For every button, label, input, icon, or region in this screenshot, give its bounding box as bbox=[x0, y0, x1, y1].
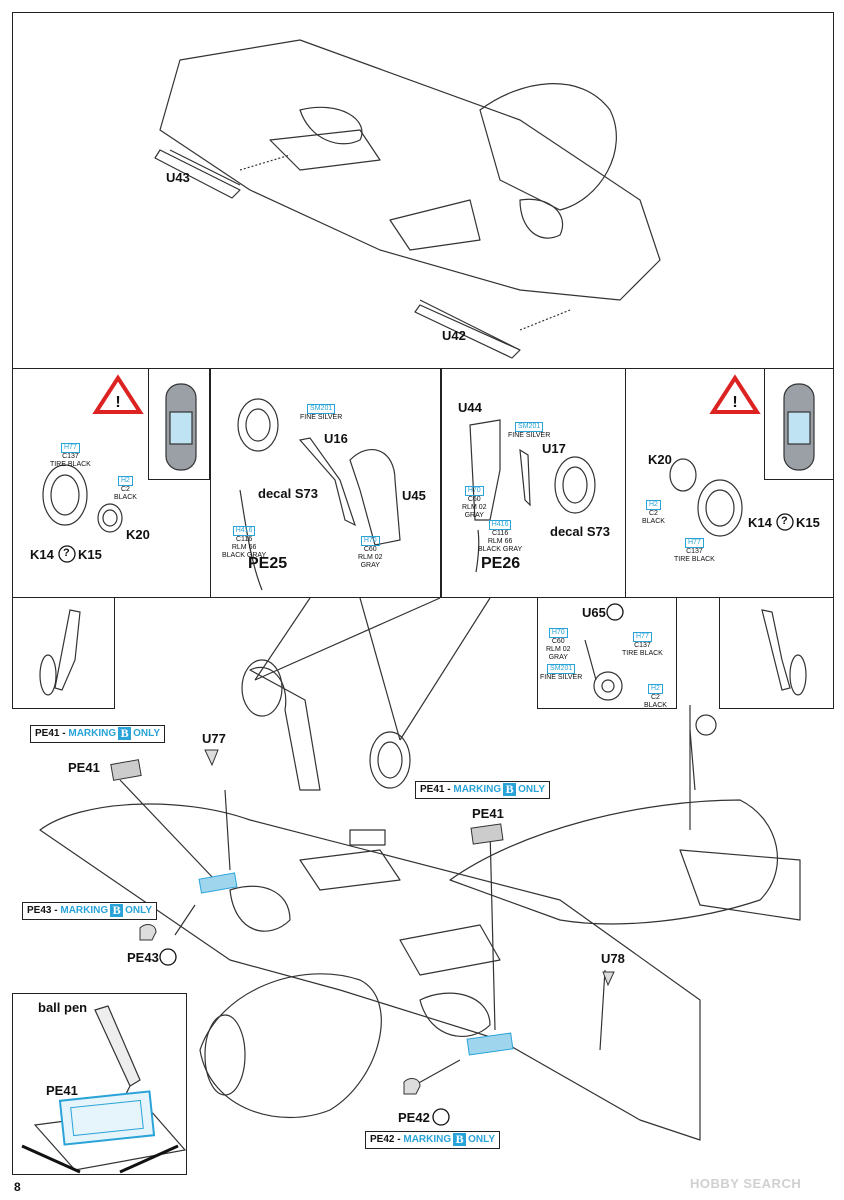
warning-icon-left: ! bbox=[92, 374, 144, 414]
marking-b-icon: B bbox=[453, 1133, 467, 1146]
paint-callout-hub-tail: H2 C2 BLACK bbox=[644, 684, 667, 709]
ballpen-drawing bbox=[33, 1005, 187, 1171]
paint-callout-silver-cr: SM201 FINE SILVER bbox=[508, 422, 551, 439]
paint-callout-silver-tail: SM201 FINE SILVER bbox=[540, 664, 583, 681]
pe41-part-b bbox=[470, 823, 504, 845]
pe41-zone-b bbox=[466, 1032, 514, 1056]
part-label-pe26: PE26 bbox=[481, 555, 521, 572]
marking-b-icon: B bbox=[118, 727, 132, 740]
part-label-u43: U43 bbox=[166, 170, 190, 185]
part-label-k14-left: K14 bbox=[30, 547, 54, 562]
pose-right-frame bbox=[719, 597, 834, 709]
part-label-k15-left: K15 bbox=[78, 547, 102, 562]
pe41-part-a bbox=[110, 759, 142, 781]
part-label-pe41-b: PE41 bbox=[472, 806, 504, 821]
part-label-pe43: PE43 bbox=[127, 950, 159, 965]
ballpen-title: ball pen bbox=[38, 1000, 88, 1015]
part-label-pe41-ballpen: PE41 bbox=[46, 1083, 78, 1098]
decal-label-s73-cl: decal S73 bbox=[258, 486, 318, 501]
top-wing-outline bbox=[159, 39, 661, 301]
paint-callout-door-cr: H70 C60 RLM 02 GRAY bbox=[462, 486, 487, 519]
svg-text:!: ! bbox=[732, 394, 737, 411]
warning-icon-right: ! bbox=[709, 374, 761, 414]
part-label-pe25: PE25 bbox=[248, 555, 288, 572]
tire-section-icon-right bbox=[783, 383, 815, 471]
paint-callout-leg-cr: H416 C116 RLM 66 BLACK GRAY bbox=[478, 520, 523, 553]
pe43-part bbox=[139, 924, 157, 941]
part-label-u77: U77 bbox=[202, 731, 226, 746]
marking-b-icon: B bbox=[110, 904, 124, 917]
tail-wheel-frame bbox=[537, 597, 677, 709]
svg-text:!: ! bbox=[115, 394, 120, 411]
left-inset-frame bbox=[148, 368, 210, 480]
u77-part bbox=[204, 749, 219, 767]
part-label-pe42: PE42 bbox=[398, 1110, 430, 1125]
pe42-part bbox=[403, 1078, 421, 1095]
part-label-u42: U42 bbox=[442, 328, 466, 343]
top-fuselage bbox=[479, 83, 617, 211]
decal-label-s73-cr: decal S73 bbox=[550, 524, 610, 539]
paint-callout-silver-cl: SM201 FINE SILVER bbox=[300, 404, 343, 421]
choice-icon-left: ? bbox=[63, 547, 70, 559]
part-u42-shape bbox=[414, 304, 521, 359]
u78-part bbox=[602, 971, 615, 987]
part-label-u45: U45 bbox=[402, 488, 426, 503]
pe41-zone-a bbox=[198, 872, 238, 894]
right-inset-frame bbox=[764, 368, 834, 480]
pose-left-frame bbox=[12, 597, 115, 709]
ballpen-frame bbox=[12, 993, 187, 1175]
paint-callout-hub-right: H2 C2 BLACK bbox=[642, 500, 665, 525]
part-u43-shape bbox=[154, 149, 241, 199]
paint-callout-strut-tail: H70 C60 RLM 02 GRAY bbox=[546, 628, 571, 661]
aircraft-drawing bbox=[39, 597, 801, 1141]
paint-callout-tire-tail: H77 C137 TIRE BLACK bbox=[622, 632, 663, 657]
part-label-u44: U44 bbox=[458, 400, 482, 415]
paint-callout-tire-left: H77 C137 TIRE BLACK bbox=[50, 443, 91, 468]
part-label-k20-left: K20 bbox=[126, 527, 150, 542]
tire-section-icon-left bbox=[165, 383, 197, 471]
part-label-u16: U16 bbox=[324, 431, 348, 446]
watermark-logo: HOBBY SEARCH bbox=[690, 1176, 802, 1191]
part-label-u78: U78 bbox=[601, 951, 625, 966]
paint-callout-tire-right: H77 C137 TIRE BLACK bbox=[674, 538, 715, 563]
center-left-panel-frame bbox=[210, 368, 441, 598]
part-label-k15-right: K15 bbox=[796, 515, 820, 530]
part-label-u65: U65 bbox=[582, 605, 606, 620]
part-label-k14-right: K14 bbox=[748, 515, 772, 530]
center-right-panel-frame bbox=[441, 368, 626, 598]
choice-circles bbox=[58, 513, 794, 1126]
page-number: 8 bbox=[14, 1180, 21, 1194]
paint-callout-hub-left: H2 C2 BLACK bbox=[114, 476, 137, 501]
marking-b-icon: B bbox=[503, 783, 517, 796]
paint-callout-door-cl: H70 C60 RLM 02 GRAY bbox=[358, 536, 383, 569]
choice-icon-right: ? bbox=[781, 515, 788, 527]
paint-callout-leg-cl: H416 C116 RLM 66 BLACK GRAY bbox=[222, 526, 267, 559]
part-label-pe41-a: PE41 bbox=[68, 760, 100, 775]
part-label-u17: U17 bbox=[542, 441, 566, 456]
part-label-k20-right: K20 bbox=[648, 452, 672, 467]
